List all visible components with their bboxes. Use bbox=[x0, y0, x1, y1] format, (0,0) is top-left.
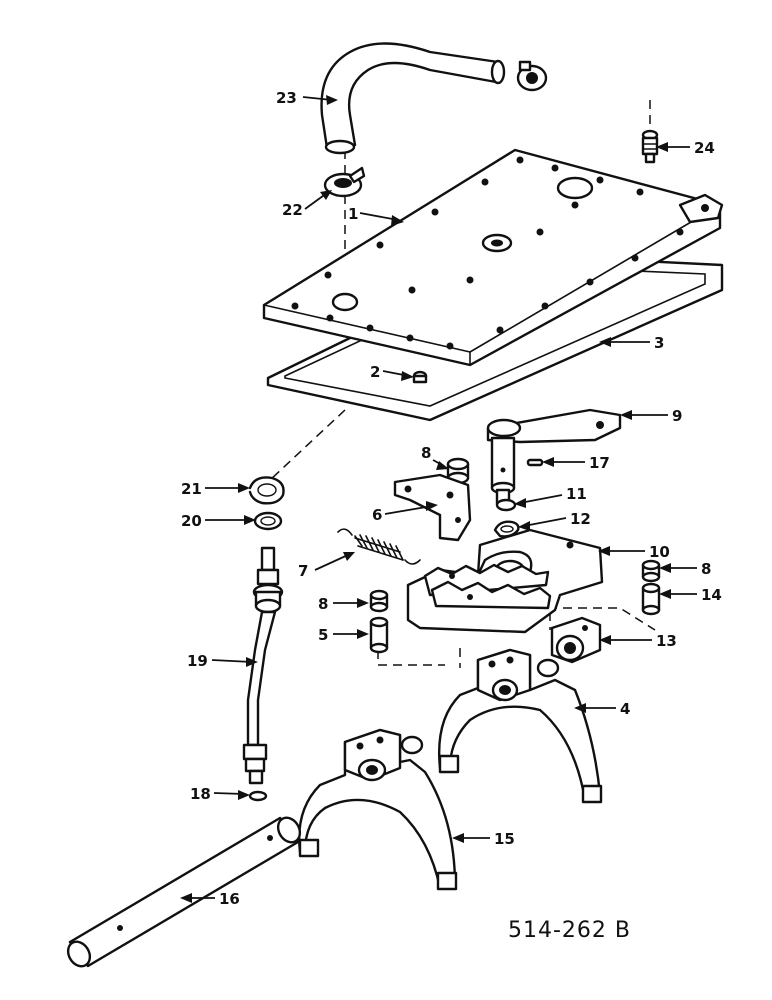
callout-23: 23 bbox=[276, 89, 338, 107]
callout-labels: 23 22 24 1 3 2 9 bbox=[180, 89, 722, 908]
selector-plate-10 bbox=[406, 528, 604, 634]
callout-12-label: 12 bbox=[570, 510, 591, 528]
callout-12: 12 bbox=[518, 510, 591, 531]
callout-3: 3 bbox=[599, 334, 664, 352]
callout-8-right-label: 8 bbox=[701, 560, 711, 578]
selector-teeth bbox=[423, 563, 552, 610]
callout-17: 17 bbox=[542, 454, 610, 472]
callout-7: 7 bbox=[298, 552, 355, 580]
callout-9-label: 9 bbox=[672, 407, 682, 425]
callout-14: 14 bbox=[659, 586, 722, 604]
shift-lever-shaft-9 bbox=[486, 408, 622, 506]
callout-24-label: 24 bbox=[694, 139, 715, 157]
callout-9: 9 bbox=[620, 407, 682, 425]
callout-1-label: 1 bbox=[348, 205, 358, 223]
pin-5 bbox=[369, 616, 389, 654]
hose-clamp bbox=[516, 60, 548, 92]
callout-4: 4 bbox=[574, 700, 630, 718]
spring-7 bbox=[337, 528, 421, 565]
callout-22: 22 bbox=[282, 190, 332, 219]
callout-11-label: 11 bbox=[566, 485, 587, 503]
callout-15-label: 15 bbox=[494, 830, 515, 848]
callout-19-label: 19 bbox=[187, 652, 208, 670]
cover-bolt-holes bbox=[291, 156, 684, 350]
pin-17 bbox=[526, 458, 544, 467]
callout-13-label: 13 bbox=[656, 632, 677, 650]
callout-22-label: 22 bbox=[282, 201, 303, 219]
callout-16-label: 16 bbox=[219, 890, 240, 908]
bushing-8-left bbox=[369, 589, 389, 613]
callout-15: 15 bbox=[452, 830, 515, 848]
bushing-8-right bbox=[641, 559, 661, 583]
callout-5: 5 bbox=[318, 626, 369, 644]
diagram-reference-code: 514-262 B bbox=[508, 918, 631, 943]
callout-10-label: 10 bbox=[649, 543, 670, 561]
breather-24 bbox=[641, 129, 659, 164]
rail-16 bbox=[66, 816, 302, 968]
callout-10: 10 bbox=[598, 543, 670, 561]
pin-14 bbox=[641, 582, 661, 616]
hose-23 bbox=[320, 42, 548, 155]
callout-6-label: 6 bbox=[372, 506, 382, 524]
cover-1 bbox=[262, 148, 724, 367]
dowel-2 bbox=[412, 370, 428, 384]
callout-5-label: 5 bbox=[318, 626, 328, 644]
callout-20: 20 bbox=[181, 512, 256, 530]
snap-ring-21 bbox=[248, 476, 285, 505]
callout-21: 21 bbox=[181, 480, 250, 498]
callout-23-label: 23 bbox=[276, 89, 297, 107]
callout-8-right: 8 bbox=[659, 560, 711, 578]
callout-19: 19 bbox=[187, 652, 258, 670]
callout-8-left-label: 8 bbox=[318, 595, 328, 613]
callout-2-label: 2 bbox=[370, 363, 380, 381]
callout-18-label: 18 bbox=[190, 785, 211, 803]
callout-17-label: 17 bbox=[589, 454, 610, 472]
callout-11: 11 bbox=[514, 485, 587, 508]
callout-6: 6 bbox=[372, 501, 438, 524]
callout-18: 18 bbox=[190, 785, 250, 803]
o-ring-18 bbox=[248, 790, 268, 802]
clamp-22 bbox=[323, 166, 366, 198]
callout-4-label: 4 bbox=[620, 700, 630, 718]
fork-4 bbox=[438, 648, 603, 804]
tube-19 bbox=[242, 546, 284, 785]
callout-13: 13 bbox=[599, 632, 677, 650]
callout-8-top: 8 bbox=[421, 444, 449, 470]
callout-8-left: 8 bbox=[318, 595, 369, 613]
block-13 bbox=[550, 616, 602, 664]
o-ring-20 bbox=[253, 511, 283, 531]
fork-15 bbox=[298, 728, 458, 891]
callout-21-label: 21 bbox=[181, 480, 202, 498]
callout-20-label: 20 bbox=[181, 512, 202, 530]
callout-16: 16 bbox=[180, 890, 240, 908]
callout-2: 2 bbox=[370, 363, 414, 381]
callout-7-label: 7 bbox=[298, 562, 308, 580]
o-ring-11 bbox=[495, 498, 517, 512]
callout-8-top-label: 8 bbox=[421, 444, 431, 462]
callout-3-label: 3 bbox=[654, 334, 664, 352]
callout-24: 24 bbox=[656, 139, 715, 157]
callout-1: 1 bbox=[348, 205, 404, 226]
callout-14-label: 14 bbox=[701, 586, 722, 604]
